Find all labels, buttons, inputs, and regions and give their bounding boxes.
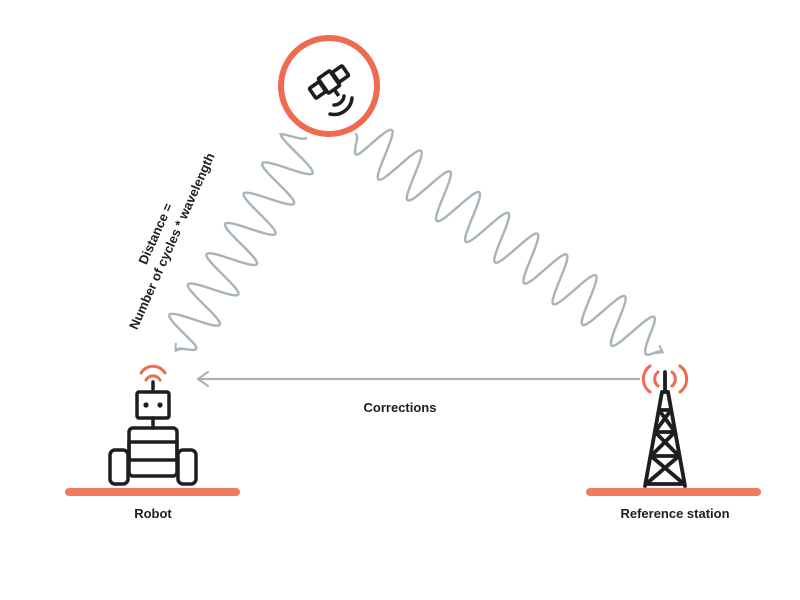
corrections-arrow: [196, 370, 640, 388]
transmission-tower-icon: [643, 370, 687, 488]
tower-signal-waves-icon: [641, 364, 689, 394]
robot-label: Robot: [134, 506, 172, 521]
satellite-icon: [278, 35, 380, 137]
robot-icon: [108, 380, 198, 486]
robot-signal-waves-icon: [139, 364, 167, 382]
satellite-to-robot-signal-wave: [168, 133, 314, 352]
reference-station-label: Reference station: [620, 506, 729, 521]
satellite-to-station-signal-wave: [353, 128, 664, 356]
corrections-label: Corrections: [364, 400, 437, 415]
